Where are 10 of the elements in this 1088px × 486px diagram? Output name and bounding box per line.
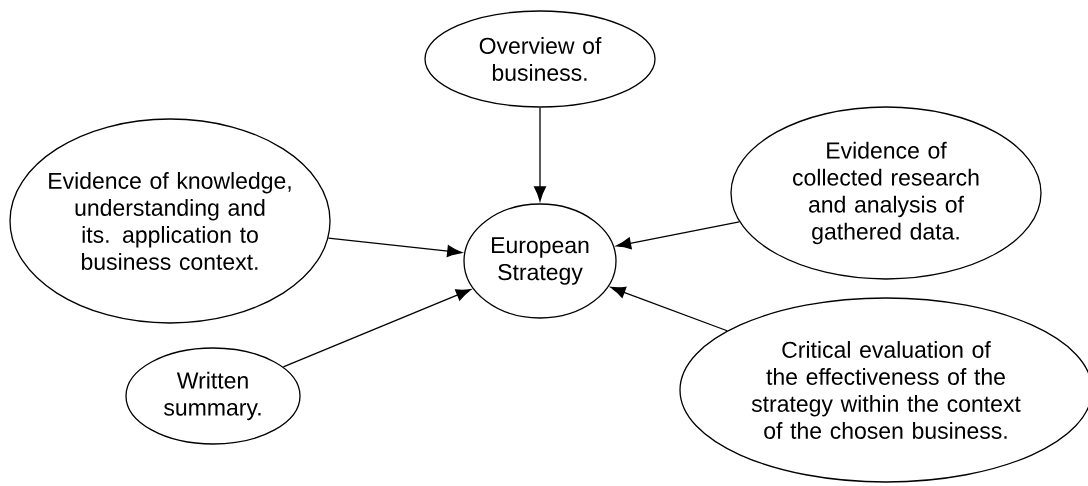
- arrow: [534, 107, 546, 202]
- ellipse-node: Overview of business.: [424, 10, 656, 108]
- ellipse-node: Evidence of knowledge, understanding and its. application to business context.: [9, 118, 331, 324]
- arrow: [616, 221, 740, 250]
- ellipse-node: Written summary.: [125, 347, 301, 445]
- arrow: [327, 237, 463, 257]
- arrow: [610, 286, 728, 332]
- arrow: [282, 289, 472, 368]
- ellipse-node: Evidence of collected research and analysis of gathered data.: [730, 106, 1042, 280]
- ellipse-node: European Strategy: [463, 203, 617, 319]
